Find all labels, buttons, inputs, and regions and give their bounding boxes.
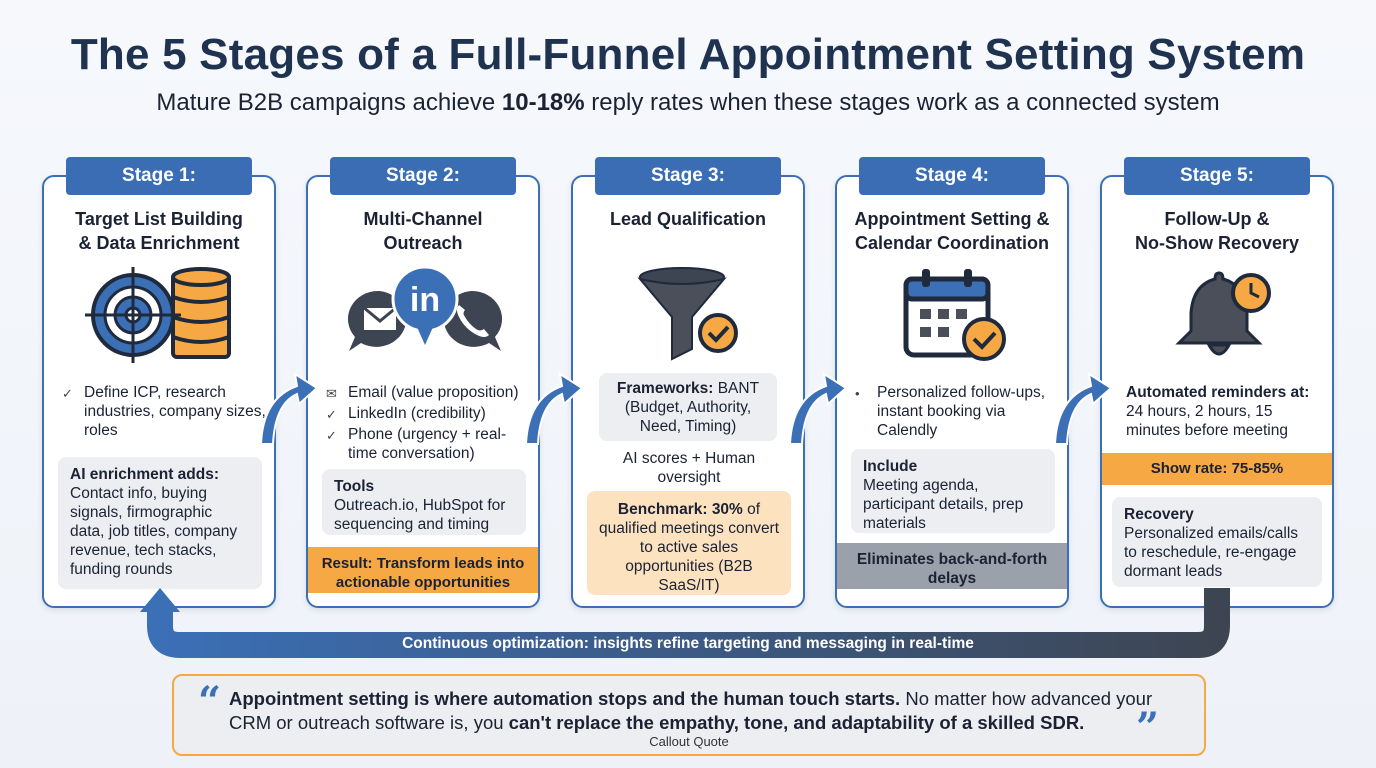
close-quote-icon: ” (1136, 704, 1160, 751)
quote-text: Appointment setting is where automation … (229, 688, 1153, 733)
arrow-stage-1-to-2 (259, 371, 319, 445)
arrow-stage-2-to-3 (524, 371, 584, 445)
bullet-personalized: •Personalized follow-ups, instant bookin… (855, 384, 1046, 439)
reply-rate: 10-18% (501, 89, 585, 116)
svg-text:in: in (410, 281, 440, 319)
check-circle-icon: ✓︎ (62, 386, 73, 401)
benchmark-box: Benchmark: 30% of qualified meetings con… (587, 491, 791, 595)
bullet-phone: ✓︎Phone (urgency + real-time conversatio… (326, 426, 507, 462)
page-subtitle: Mature B2B campaigns achieve 10-18% repl… (156, 89, 1220, 116)
stage-1-card: Target List Building& Data Enrichment ✓︎… (42, 175, 276, 608)
email-bubble-icon (347, 290, 407, 351)
frameworks-box: Frameworks: BANT (Budget, Authority, Nee… (599, 373, 777, 441)
target-database-icon (85, 267, 231, 363)
bullet-linkedin: ✓︎LinkedIn (credibility) (326, 405, 486, 422)
check-circle-icon: ✓︎ (326, 428, 337, 443)
funnel-check-icon (637, 267, 738, 361)
arrow-stage-4-to-5 (1053, 371, 1113, 445)
stage-3-tab: Stage 3: (595, 157, 781, 195)
stage-5-title: Follow-Up &No-Show Recovery (1134, 209, 1300, 253)
multichannel-icon: in (347, 265, 503, 351)
page-title: The 5 Stages of a Full-Funnel Appointmen… (70, 30, 1306, 79)
stage-4-tab: Stage 4: (859, 157, 1045, 195)
stage-3-title: Lead Qualification (609, 209, 767, 229)
result-banner: Result: Transform leads into actionable … (308, 547, 538, 593)
stage-4-bullets: •Personalized follow-ups, instant bookin… (855, 383, 1060, 441)
open-quote-icon: “ (198, 678, 222, 725)
stage-1-tab: Stage 1: (66, 157, 252, 195)
stage-1-title: Target List Building& Data Enrichment (75, 209, 243, 253)
stage-5-card: Follow-Up &No-Show Recovery Automated re… (1100, 175, 1334, 608)
linkedin-bubble-icon: in (391, 265, 459, 345)
ai-scores-text: AI scores + Human oversight (622, 450, 756, 486)
include-box: Include Meeting agenda, participant deta… (851, 449, 1055, 533)
bullet-dot-icon: • (855, 386, 860, 401)
stage-1-bullets: ✓︎Define ICP, research industries, compa… (62, 383, 267, 441)
bell-clock-icon (1175, 271, 1271, 356)
eliminates-banner: Eliminates back-and-forth delays (837, 543, 1067, 589)
ai-enrichment-box: AI enrichment adds: Contact info, buying… (58, 457, 262, 589)
callout-quote: “ Appointment setting is where automatio… (172, 674, 1206, 756)
stage-2-tab: Stage 2: (330, 157, 516, 195)
stage-4-title: Appointment Setting &Calendar Coordinati… (854, 209, 1050, 253)
quote-caption: Callout Quote (649, 734, 729, 749)
stage-5-tab: Stage 5: (1124, 157, 1310, 195)
phone-bubble-icon (443, 290, 503, 351)
reminders-text: Automated reminders at: 24 hours, 2 hour… (1126, 384, 1310, 439)
recovery-box: Recovery Personalized emails/calls to re… (1112, 497, 1322, 587)
bullet-define-icp: ✓︎Define ICP, research industries, compa… (62, 384, 266, 439)
stage-3-card: Lead Qualification Frameworks: BANT (Bud… (571, 175, 805, 608)
check-circle-icon: ✓︎ (326, 407, 337, 422)
stage-4-card: Appointment Setting &Calendar Coordinati… (835, 175, 1069, 608)
arrow-stage-3-to-4 (788, 371, 848, 445)
stage-2-bullets: ✉︎Email (value proposition) ✓︎LinkedIn (… (326, 383, 531, 464)
envelope-icon: ✉︎ (326, 386, 337, 401)
show-rate-banner: Show rate: 75-85% (1102, 453, 1332, 485)
bullet-email: ✉︎Email (value proposition) (326, 384, 519, 401)
loop-caption: Continuous optimization: insights refine… (402, 635, 974, 652)
calendar-check-icon (903, 269, 1006, 361)
tools-box: Tools Outreach.io, HubSpot for sequencin… (322, 469, 526, 535)
